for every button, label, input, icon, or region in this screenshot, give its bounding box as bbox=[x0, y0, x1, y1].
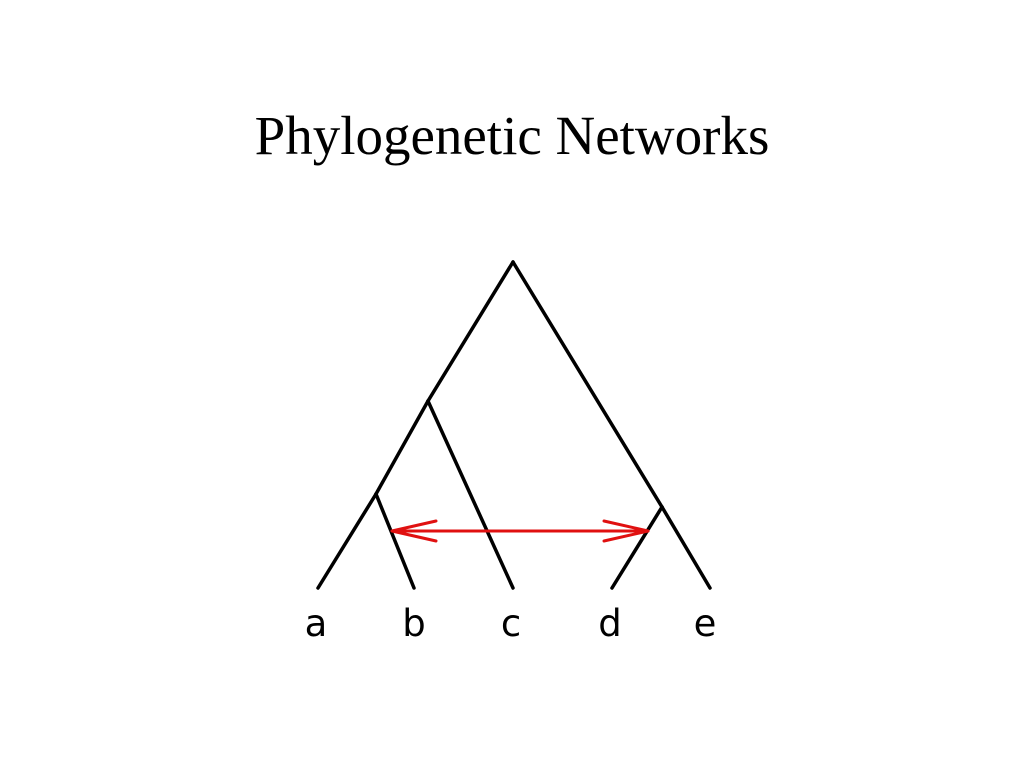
reticulation-arrow bbox=[390, 519, 650, 543]
edge-ab-c-to-ab bbox=[374, 399, 430, 496]
edge-ab-c-to-c bbox=[426, 399, 515, 590]
tree-edges bbox=[316, 260, 712, 590]
edge-ab-to-b bbox=[374, 492, 416, 590]
leaf-label-b: b bbox=[402, 602, 426, 645]
edge-de-to-d bbox=[610, 505, 664, 590]
edge-ab-to-a bbox=[316, 492, 378, 590]
leaf-label-a: a bbox=[305, 602, 328, 645]
edge-root-to-de bbox=[511, 260, 664, 509]
leaf-label-d: d bbox=[598, 602, 622, 645]
arrowhead-left bbox=[390, 519, 438, 543]
leaf-label-e: e bbox=[694, 602, 717, 645]
edge-de-to-e bbox=[660, 505, 712, 590]
slide-title: Phylogenetic Networks bbox=[254, 105, 770, 166]
leaf-label-c: c bbox=[501, 602, 521, 645]
edge-root-to-ab-c bbox=[426, 260, 515, 403]
leaf-labels: a b c d e bbox=[305, 602, 717, 645]
arrowhead-right bbox=[602, 519, 650, 543]
